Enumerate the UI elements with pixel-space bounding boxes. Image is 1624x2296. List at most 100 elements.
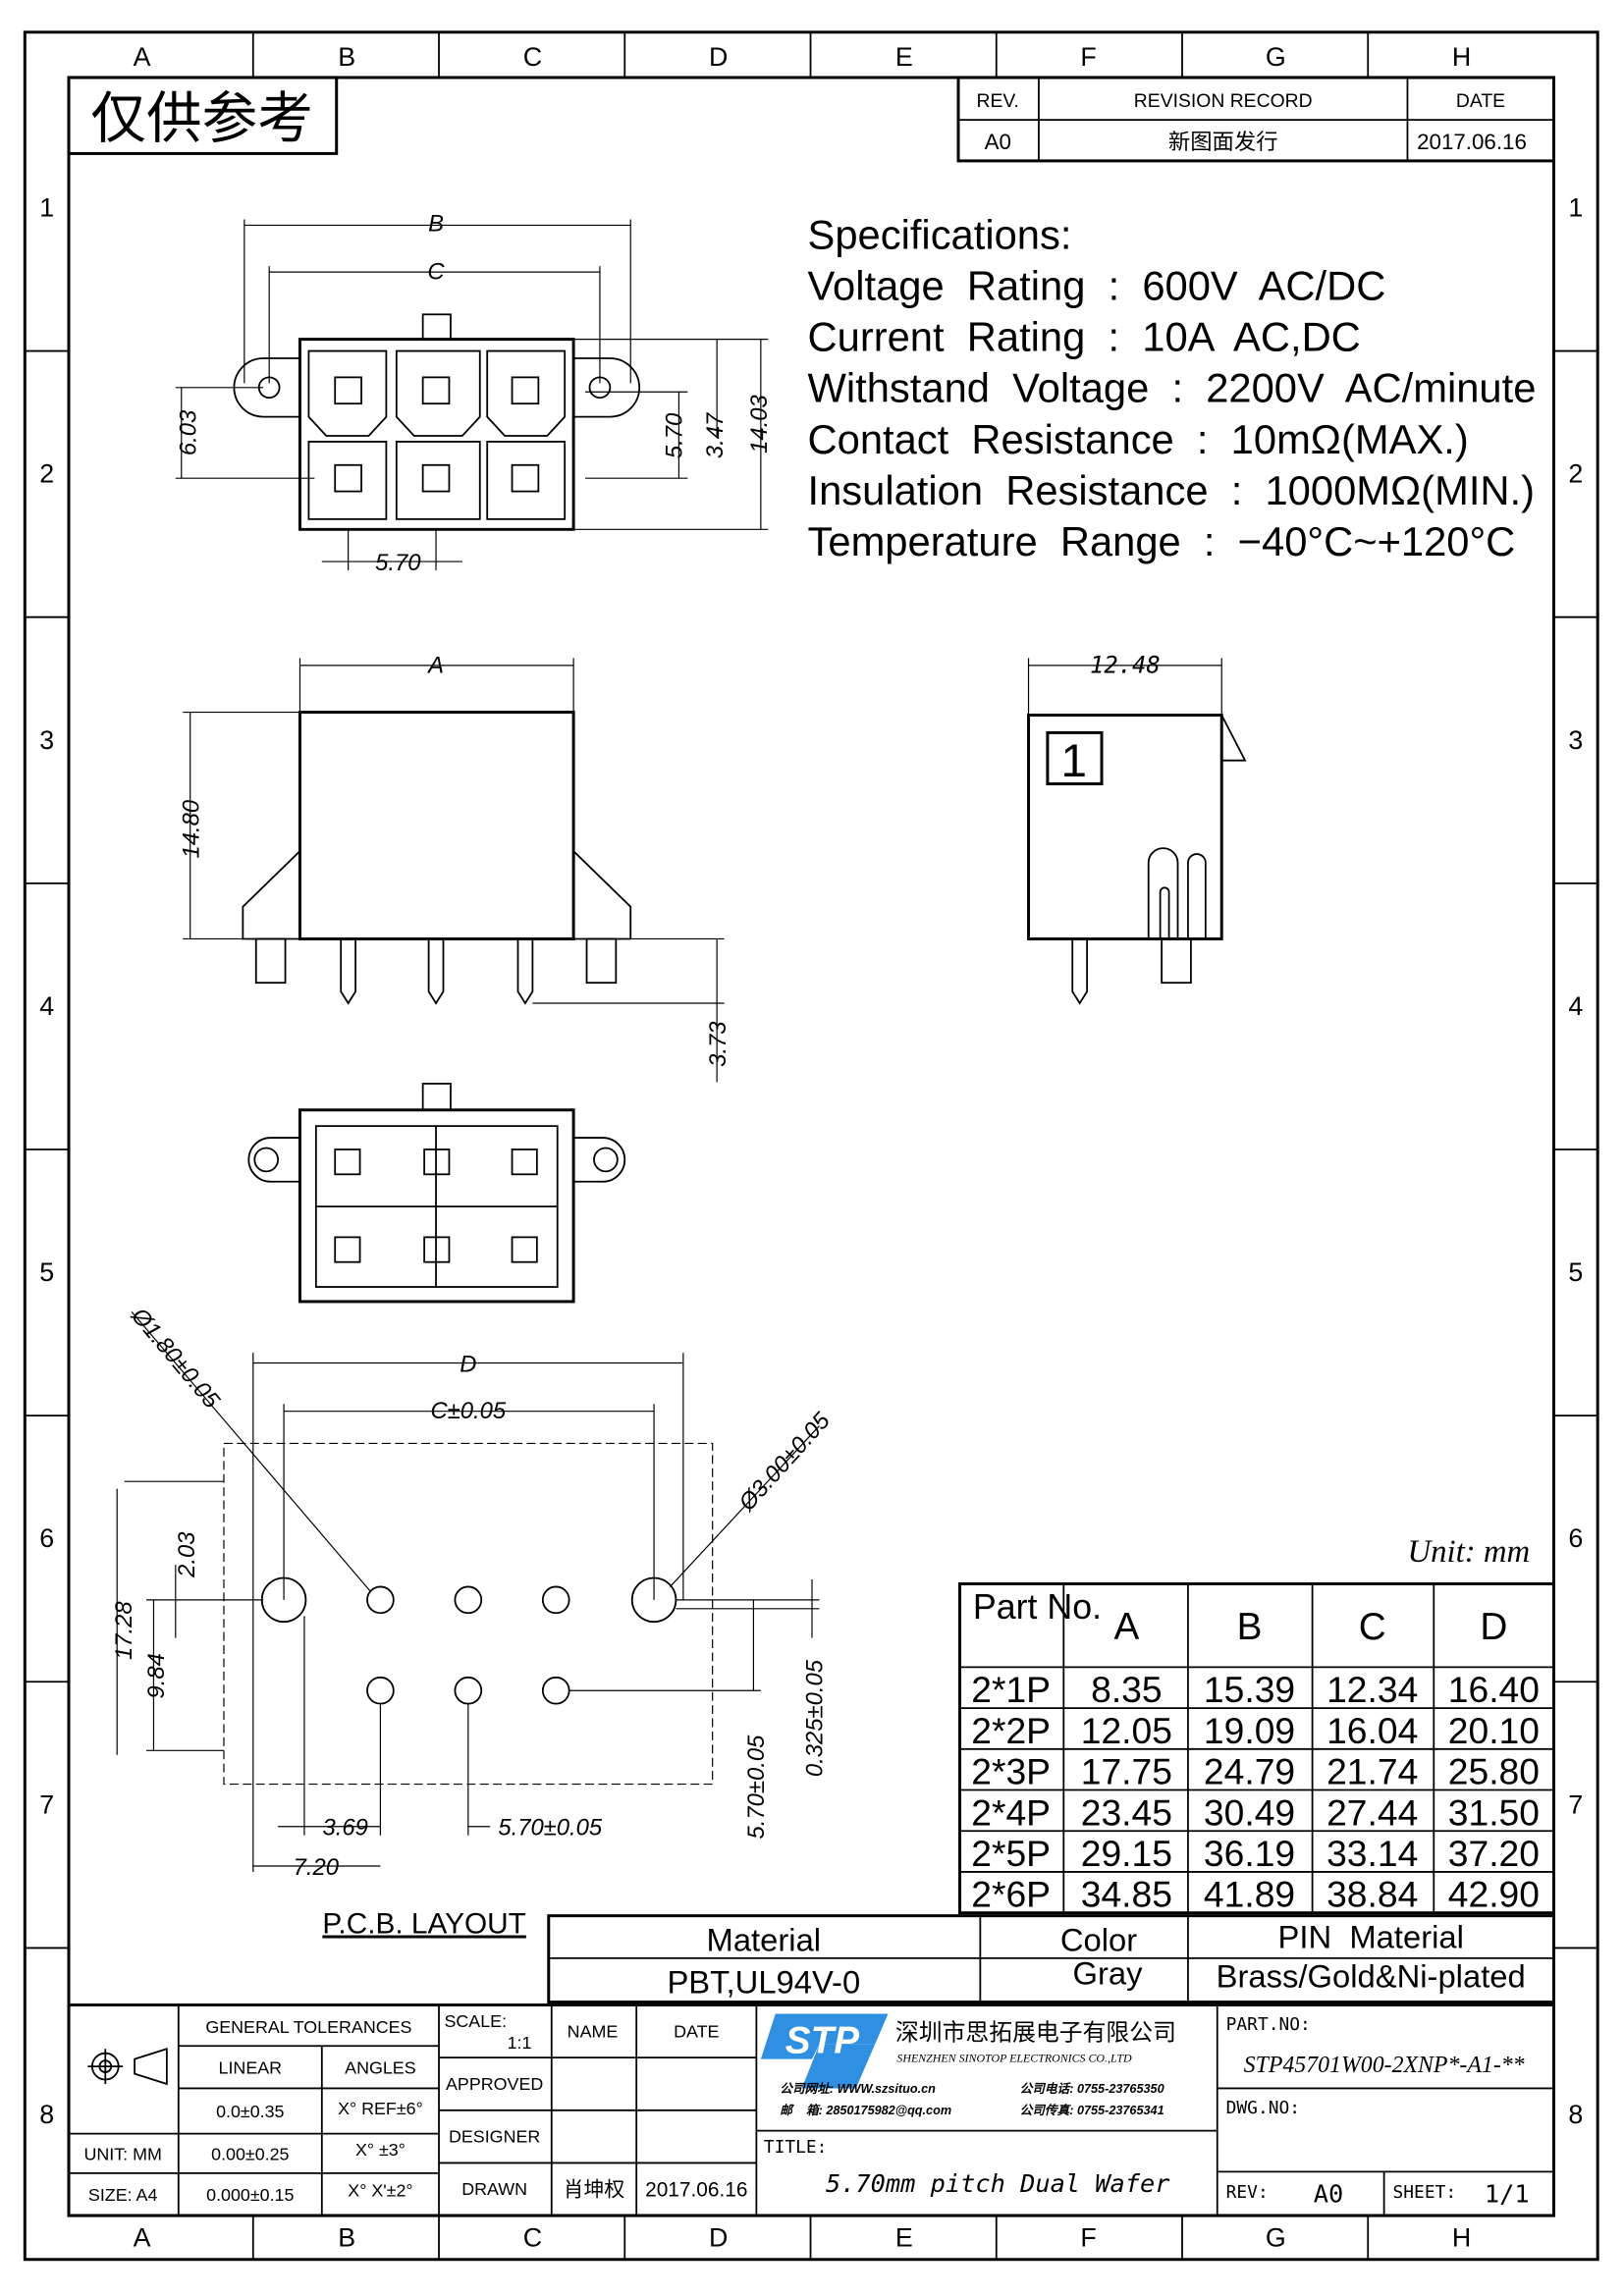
dimension-cell: 27.44 [1326, 1791, 1418, 1833]
col-label: F [1080, 2222, 1096, 2252]
col-header-d: D [1480, 1606, 1507, 1648]
col-label: D [709, 2222, 728, 2252]
dimension-cell: 20.10 [1448, 1710, 1540, 1751]
row-label: 6 [39, 1523, 54, 1553]
row-label: 8 [39, 2100, 54, 2129]
col-label: F [1080, 42, 1096, 72]
tolerance-linear: 0.0±0.35 [216, 2102, 284, 2121]
company-phone: 公司电话: 0755-23765350 [1020, 2082, 1164, 2096]
pin-material-value: Brass/Gold&Ni-plated [1217, 1958, 1526, 1995]
dimension-cell: 30.49 [1204, 1791, 1295, 1833]
col-header-c: C [1359, 1606, 1386, 1648]
zone-labels: A B C D E F G H A B C D E F G H 1 2 3 4 … [39, 42, 1583, 2252]
dim-5-70-vertical: 5.70 [661, 412, 687, 458]
drawn-name: 肖坤权 [564, 2179, 625, 2202]
row-label: 5 [39, 1257, 54, 1287]
rev-header: REV. [977, 90, 1019, 112]
dimension-cell: 15.39 [1204, 1669, 1295, 1710]
pcb-layout: D C±0.05 Ø1.80±0.05 Ø3.00±0.05 2.03 17.2… [111, 1303, 836, 1941]
row-label: 2 [1568, 459, 1583, 489]
dim-7-20: 7.20 [294, 1854, 340, 1881]
bottom-view [247, 1083, 626, 1304]
color-value: Gray [1072, 1955, 1143, 1992]
company-logo-text: STP [785, 2020, 859, 2062]
dim-14-80: 14.80 [179, 799, 205, 858]
col-header-a: A [1113, 1606, 1139, 1648]
spec-line: Contact Resistance : 10mΩ(MAX.) [808, 416, 1469, 462]
dim-hole-1-80: Ø1.80±0.05 [126, 1303, 226, 1415]
date-header: DATE [674, 2021, 719, 2041]
approved-label: APPROVED [446, 2074, 543, 2094]
row-label: 3 [1568, 725, 1583, 755]
rev-value: A0 [985, 130, 1011, 154]
dim-14-03: 14.03 [746, 394, 773, 453]
dim-5-70-row: 5.70±0.05 [743, 1735, 770, 1840]
col-label: D [709, 42, 728, 72]
sheet-value: 1/1 [1485, 2179, 1530, 2209]
company-fax: 公司传真: 0755-23765341 [1020, 2104, 1164, 2117]
part-no-header: Part No. [973, 1587, 1102, 1627]
part-no-label: PART.NO: [1226, 2014, 1311, 2035]
general-tolerances-label: GENERAL TOLERANCES [205, 2017, 411, 2037]
dim-hole-3-00: Ø3.00±0.05 [733, 1407, 836, 1517]
dimension-cell: 17.75 [1081, 1751, 1172, 1792]
angles-label: ANGLES [345, 2058, 416, 2078]
top-view: B C 6.03 5.70 3.47 14.03 5.70 [176, 210, 773, 576]
tolerance-linear: 0.00±0.25 [211, 2144, 289, 2163]
dim-17-28: 17.28 [111, 1601, 137, 1660]
unit-label: Unit: mm [1407, 1534, 1530, 1570]
company-email: 邮 箱: 2850175982@qq.com [780, 2104, 951, 2117]
sheet-label: SHEET: [1393, 2182, 1457, 2203]
dimension-cell: 33.14 [1326, 1833, 1418, 1874]
dimension-cell: 24.79 [1204, 1751, 1295, 1792]
scale-label: SCALE: [445, 2011, 508, 2031]
size-field: SIZE: A4 [88, 2185, 158, 2205]
part-number-cell: 2*5P [971, 1833, 1051, 1874]
row-label: 1 [1568, 192, 1583, 222]
row-label: 4 [39, 991, 54, 1021]
dimension-cell: 29.15 [1081, 1833, 1172, 1874]
col-label: H [1452, 42, 1471, 72]
projection-symbol-icon [87, 2047, 168, 2086]
designer-label: DESIGNER [449, 2127, 540, 2147]
part-number-cell: 2*4P [971, 1791, 1051, 1833]
title-block: GENERAL TOLERANCES LINEAR ANGLES 0.0±0.3… [67, 2003, 1555, 2217]
dim-b: B [428, 210, 444, 237]
dimension-cell: 37.20 [1448, 1833, 1540, 1874]
dimension-cell: 34.85 [1081, 1874, 1172, 1915]
drawing-title: 5.70mm pitch Dual Wafer [826, 2168, 1170, 2198]
dim-3-47: 3.47 [702, 412, 729, 458]
dim-0-325: 0.325±0.05 [801, 1659, 828, 1777]
dimension-cell: 21.74 [1326, 1751, 1418, 1792]
row-label: 7 [39, 1789, 54, 1819]
zone-grid [25, 31, 1598, 2260]
col-label: C [523, 2222, 542, 2252]
part-number-cell: 2*1P [971, 1669, 1051, 1710]
reference-stamp: 仅供参考 [90, 87, 312, 149]
rev-label: REV: [1226, 2182, 1269, 2203]
col-label: A [134, 2222, 151, 2252]
pin-one-marker: 1 [1060, 735, 1087, 787]
dimension-cell: 36.19 [1204, 1833, 1295, 1874]
col-label: C [523, 42, 542, 72]
side-view: 1 12.48 [1027, 651, 1247, 1005]
title-label: TITLE: [764, 2137, 828, 2158]
dim-3-73: 3.73 [705, 1021, 731, 1067]
drawn-date: 2017.06.16 [645, 2179, 747, 2202]
col-label: E [895, 42, 913, 72]
dimension-cell: 42.90 [1448, 1874, 1540, 1915]
dimension-cell: 19.09 [1204, 1710, 1295, 1751]
material-table: Material Color PIN Material PBT,UL94V-0 … [547, 1914, 1555, 2004]
dimension-cell: 25.80 [1448, 1751, 1540, 1792]
part-number-cell: 2*3P [971, 1751, 1051, 1792]
tolerance-angle: X° X'±2° [348, 2181, 412, 2201]
dim-2-03: 2.03 [174, 1531, 200, 1578]
tolerance-angle: X° ±3° [355, 2140, 406, 2160]
row-label: 5 [1568, 1257, 1583, 1287]
dim-12-48: 12.48 [1090, 651, 1161, 678]
revision-record-value: 新图面发行 [1168, 130, 1278, 154]
dim-5-70-horizontal: 5.70 [375, 550, 421, 576]
row-label: 3 [39, 725, 54, 755]
